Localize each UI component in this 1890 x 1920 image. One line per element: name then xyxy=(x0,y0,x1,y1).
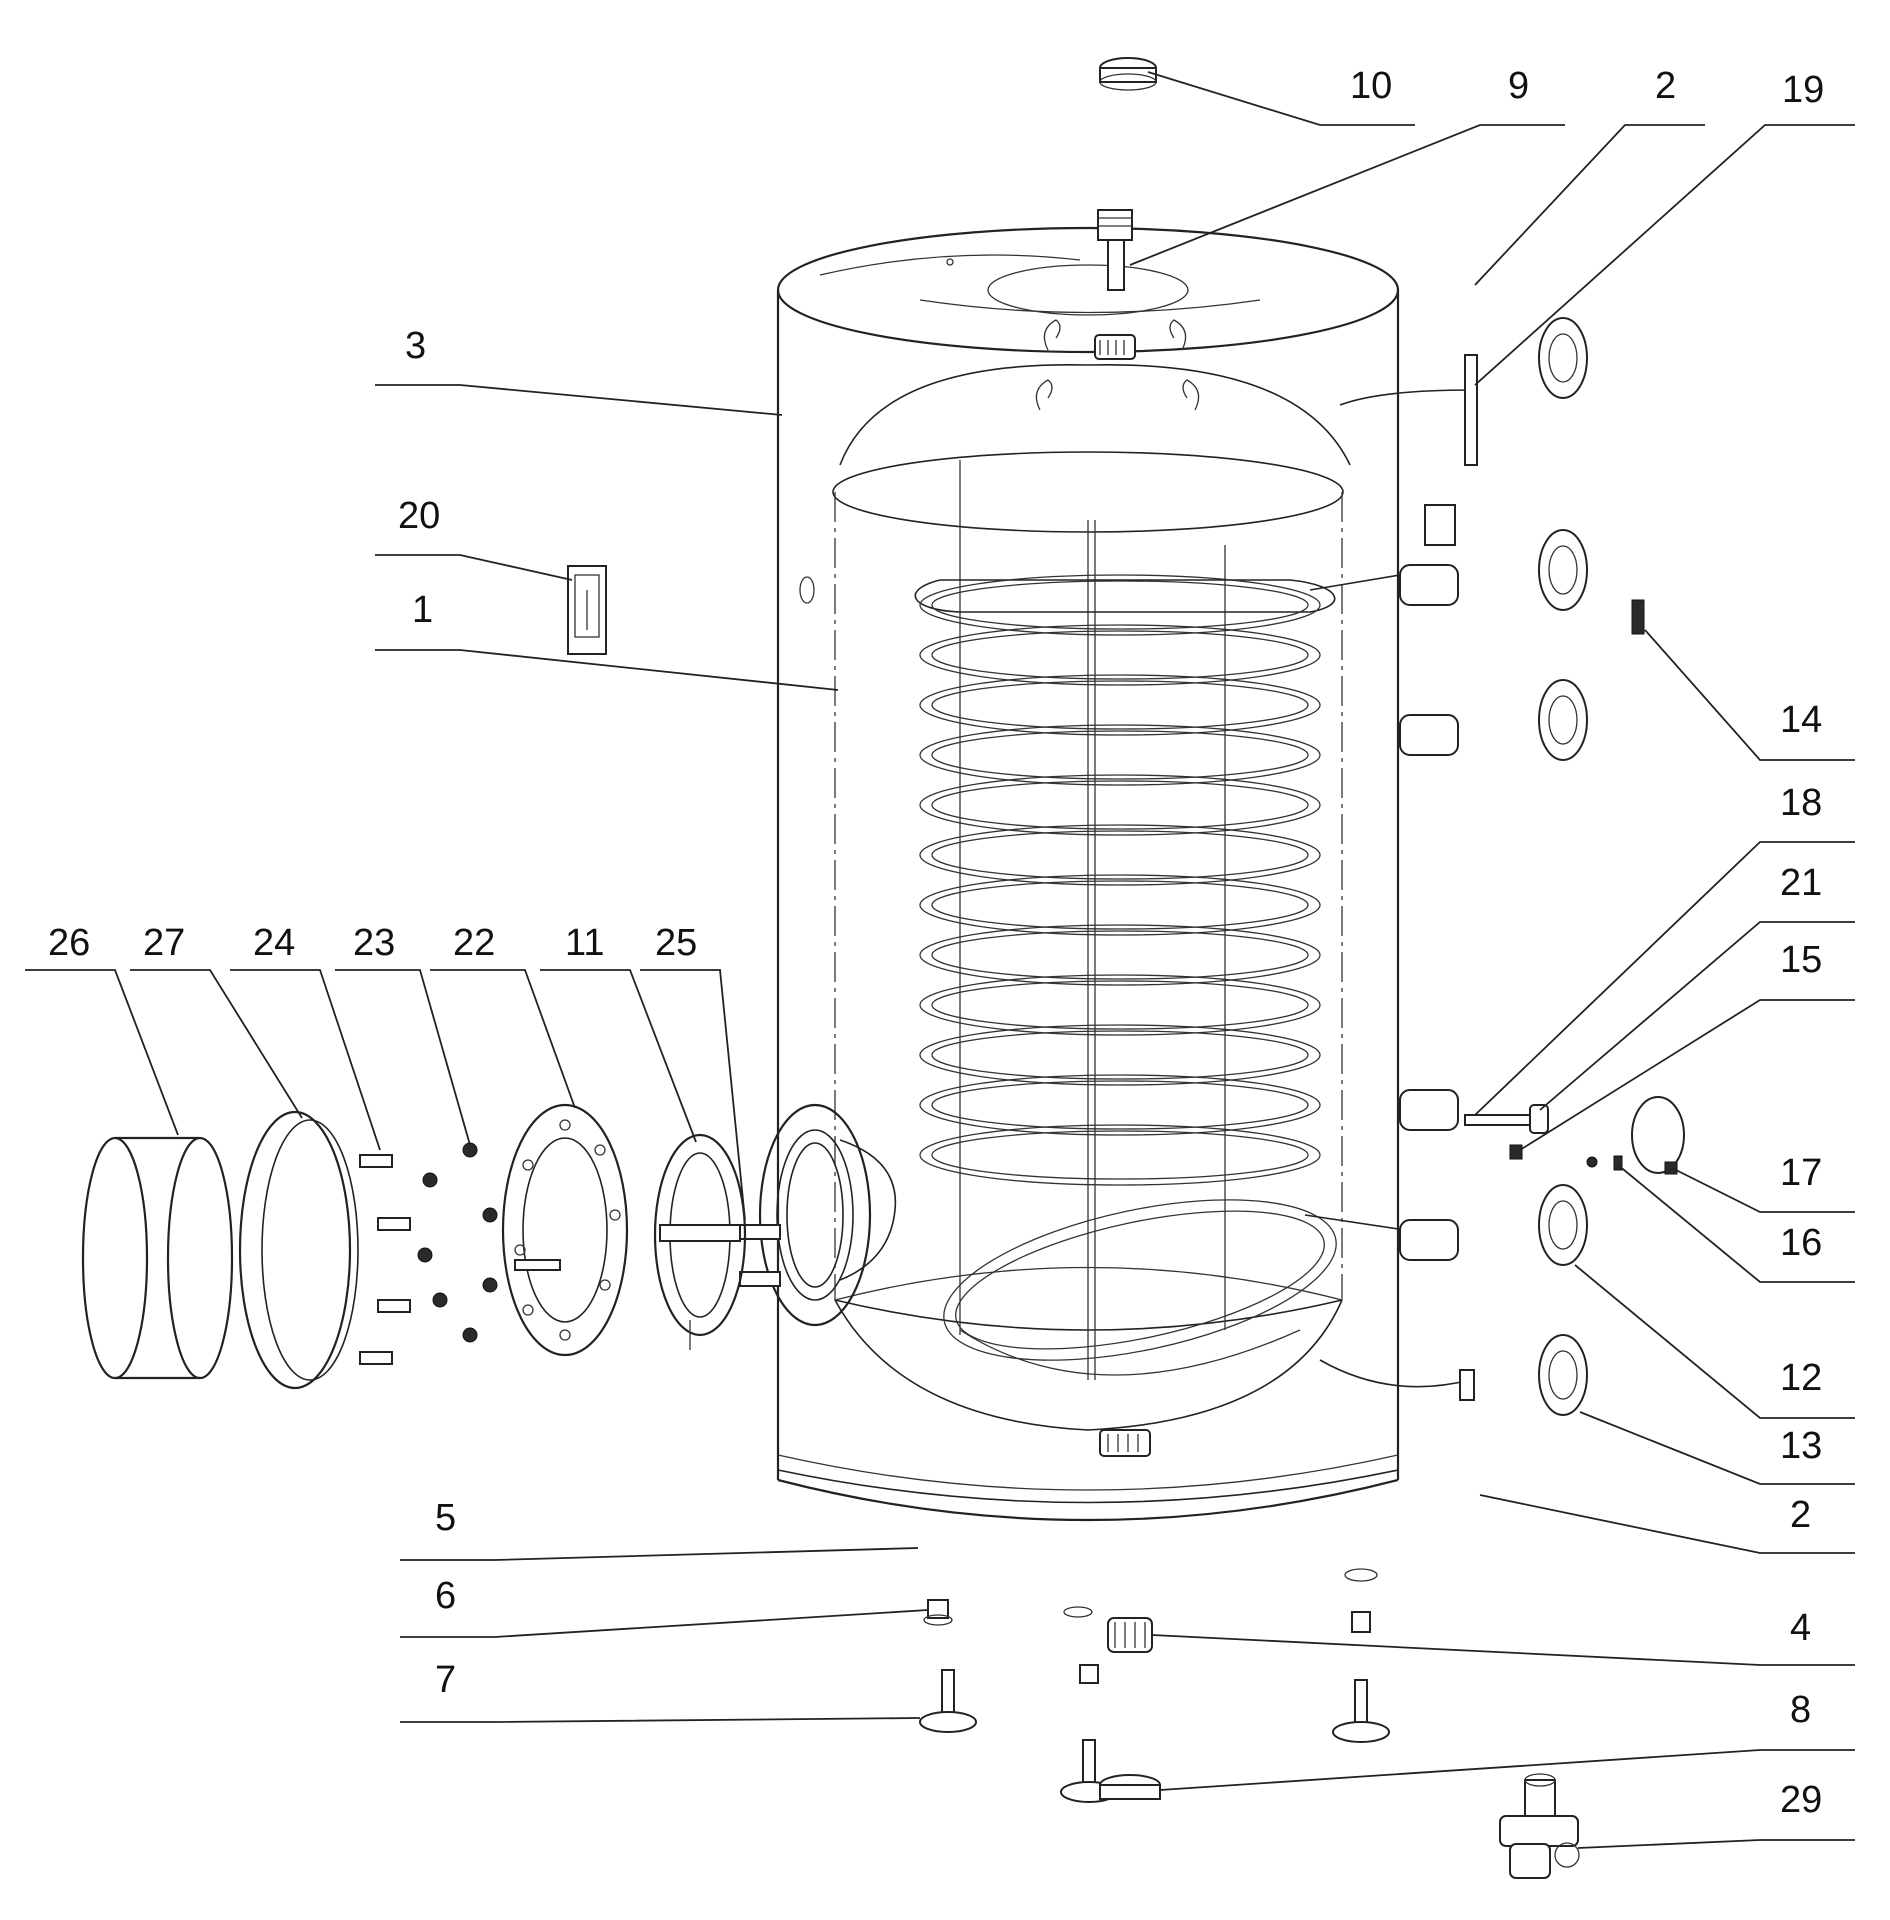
part-27-cover xyxy=(238,1110,359,1390)
callout-12: 12 xyxy=(1780,1357,1822,1399)
callout-25: 25 xyxy=(655,922,697,964)
callout-3: 3 xyxy=(405,325,426,367)
tank-inner-vessel xyxy=(799,209,1351,1457)
callout-18: 18 xyxy=(1780,782,1822,824)
callout-11: 11 xyxy=(565,922,604,964)
callout-6: 6 xyxy=(435,1575,456,1617)
callout-19: 19 xyxy=(1782,69,1824,111)
right-side-caps xyxy=(1538,317,1588,1416)
callout-4: 4 xyxy=(1790,1607,1811,1649)
part-8-drain xyxy=(1099,1774,1161,1800)
tank-side-sockets xyxy=(1399,354,1478,1401)
callout-2-bottom: 2 xyxy=(1790,1494,1811,1536)
heating-coil xyxy=(914,389,1471,1388)
callout-10: 10 xyxy=(1350,65,1392,107)
callout-24: 24 xyxy=(253,922,295,964)
sensor-parts xyxy=(1464,1096,1685,1175)
part-10-top-cap xyxy=(1099,57,1157,91)
part-14-tag xyxy=(1631,599,1645,635)
feet-parts xyxy=(919,1568,1390,1803)
callout-27: 27 xyxy=(143,922,185,964)
part-11-gasket xyxy=(653,1133,747,1350)
callout-13: 13 xyxy=(1780,1425,1822,1467)
callout-14: 14 xyxy=(1780,699,1822,741)
part-24-bolts xyxy=(359,1154,411,1365)
part-23-nuts xyxy=(417,1142,498,1343)
part-22-flange xyxy=(501,1103,629,1357)
callout-7: 7 xyxy=(435,1659,456,1701)
part-4-nozzle xyxy=(1063,1606,1153,1653)
callout-labels: 10 9 2 19 3 20 1 14 18 21 15 17 16 12 13… xyxy=(48,65,1824,1821)
callout-15: 15 xyxy=(1780,939,1822,981)
callout-17: 17 xyxy=(1780,1152,1822,1194)
callout-21: 21 xyxy=(1780,862,1822,904)
callout-9: 9 xyxy=(1508,65,1529,107)
callout-29: 29 xyxy=(1780,1779,1822,1821)
callout-5: 5 xyxy=(435,1497,456,1539)
callout-1: 1 xyxy=(412,589,433,631)
callout-26: 26 xyxy=(48,922,90,964)
callout-20: 20 xyxy=(398,495,440,537)
callout-22: 22 xyxy=(453,922,495,964)
callout-16: 16 xyxy=(1780,1222,1822,1264)
part-29-valve xyxy=(1499,1773,1580,1879)
callout-23: 23 xyxy=(353,922,395,964)
callout-2-top: 2 xyxy=(1655,65,1676,107)
callout-8: 8 xyxy=(1790,1689,1811,1731)
callout-leaders xyxy=(25,71,1855,1849)
tank-front-flange xyxy=(739,1103,897,1327)
part-26-outer-cover xyxy=(81,1136,234,1380)
part-20-thermometer xyxy=(567,565,607,655)
